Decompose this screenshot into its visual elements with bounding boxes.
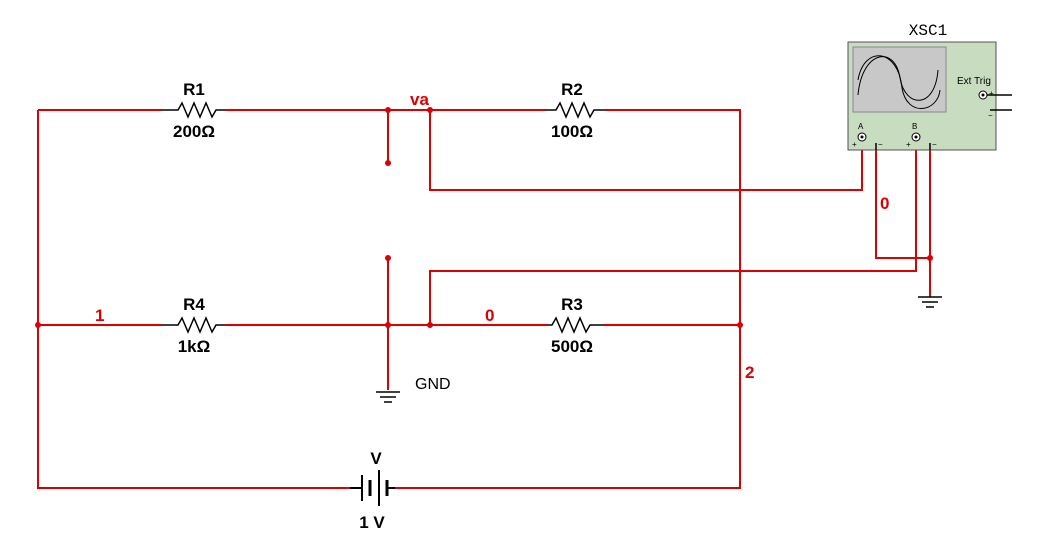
- wire-left: [37, 110, 350, 489]
- scope-ext-trig-label: Ext Trig: [957, 76, 991, 87]
- net-label-va: va: [410, 90, 429, 109]
- resistor-r2-symbol[interactable]: [545, 101, 605, 119]
- r4-value: 1kΩ: [178, 337, 211, 356]
- wire-bottom-right: [395, 325, 741, 489]
- wire-scope-a-minus: [875, 140, 930, 259]
- resistor-r3-symbol[interactable]: [548, 316, 604, 334]
- net-label-0-scope: 0: [880, 194, 889, 213]
- battery-ref: V: [370, 449, 382, 468]
- scope-ref: XSC1: [909, 22, 947, 40]
- r3-ref: R3: [561, 295, 583, 314]
- net-label-2: 2: [745, 363, 754, 382]
- junction-dot: [385, 322, 391, 328]
- junctions: [35, 107, 933, 328]
- junction-dot: [427, 107, 433, 113]
- scope-channel-a-dot: [860, 135, 864, 139]
- ground-symbol-main: [376, 391, 400, 403]
- junction-dot: [737, 322, 743, 328]
- junction-dot: [385, 107, 391, 113]
- scope-ext-plus: +: [989, 89, 994, 98]
- r2-value: 100Ω: [551, 122, 593, 141]
- r2-ref: R2: [561, 80, 583, 99]
- wire-va-probe: [429, 110, 863, 191]
- battery-value: 1 V: [359, 513, 385, 532]
- resistor-r4-symbol[interactable]: [162, 316, 226, 334]
- junction-dot: [427, 322, 433, 328]
- scope-channel-a-label: A: [858, 122, 864, 131]
- r4-ref: R4: [183, 295, 205, 314]
- junction-dot: [35, 322, 41, 328]
- scope-a-minus: −: [878, 140, 883, 149]
- scope-b-plus: +: [906, 140, 911, 149]
- r1-value: 200Ω: [173, 122, 215, 141]
- r1-ref: R1: [183, 80, 205, 99]
- r3-value: 500Ω: [551, 337, 593, 356]
- scope-channel-b-dot: [914, 135, 918, 139]
- scope-ext-minus: −: [988, 111, 993, 120]
- junction-dot: [385, 160, 391, 166]
- wire-top-right: [605, 109, 741, 325]
- ground-symbol-scope: [918, 295, 942, 308]
- scope-waveform-2: [857, 55, 941, 109]
- wires: [37, 109, 931, 489]
- scope-ext-trig-dot: [981, 93, 985, 97]
- battery-symbol[interactable]: [350, 470, 395, 506]
- scope-b-minus: −: [932, 140, 937, 149]
- junction-dot: [385, 255, 391, 261]
- resistor-r1-symbol[interactable]: [162, 101, 226, 119]
- scope-a-plus: +: [852, 140, 857, 149]
- net-label-0-mid: 0: [485, 306, 494, 325]
- net-label-1: 1: [95, 306, 104, 325]
- scope-screen: [852, 46, 947, 113]
- oscilloscope-xsc1[interactable]: XSC1 Ext Trig + − A + − B + −: [847, 22, 1012, 151]
- wire-node0-probe: [429, 140, 917, 325]
- junction-dot: [927, 255, 933, 261]
- scope-channel-b-label: B: [912, 122, 917, 131]
- ground-label: GND: [415, 376, 451, 393]
